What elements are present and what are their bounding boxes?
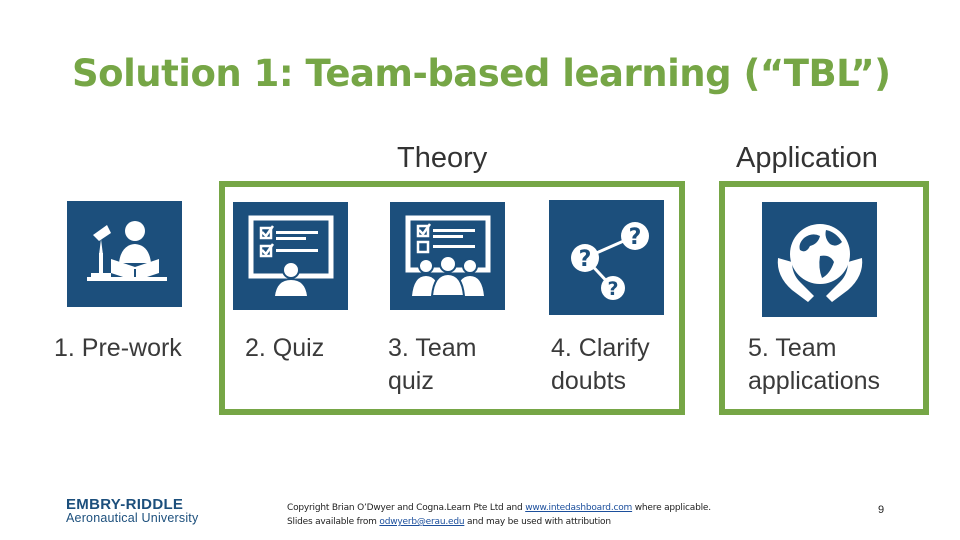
- student-reading-icon: [86, 221, 167, 281]
- availability-text: Slides available from: [287, 517, 380, 527]
- hands-globe-icon: [777, 223, 862, 302]
- application-frame: [719, 181, 929, 415]
- svg-text:?: ?: [607, 278, 618, 300]
- svg-text:?: ?: [578, 247, 591, 272]
- logo-wordmark: EMBRY-RIDDLE: [66, 496, 184, 513]
- website-link[interactable]: www.intedashboard.com: [525, 503, 633, 513]
- copyright-suffix: where applicable.: [632, 503, 711, 513]
- step-1-label: 1. Pre-work: [54, 334, 182, 362]
- slide-title: Solution 1: Team-based learning (“TBL”): [72, 52, 891, 95]
- individual-quiz-icon: [248, 215, 333, 296]
- logo-subtitle: Aeronautical University: [66, 511, 199, 525]
- team-quiz-icon: [405, 215, 490, 297]
- step-4-label: 4. Clarify doubts: [551, 334, 650, 395]
- pre-work-tile: [67, 201, 182, 307]
- application-heading: Application: [736, 142, 878, 174]
- page-number: 9: [878, 504, 885, 516]
- step-2-label: 2. Quiz: [245, 334, 325, 362]
- copyright-line-1: Copyright Brian O’Dwyer and Cogna.Learn …: [287, 501, 711, 515]
- quiz-tile: [233, 202, 348, 310]
- svg-text:?: ?: [628, 225, 641, 250]
- team-applications-tile: [762, 202, 877, 317]
- step-5-label: 5. Team applications: [748, 334, 881, 395]
- step-3-label: 3. Team quiz: [388, 334, 477, 395]
- attribution-text: and may be used with attribution: [464, 517, 611, 527]
- email-link[interactable]: odwyerb@erau.edu: [379, 517, 465, 527]
- copyright-line-2: Slides available from odwyerb@erau.edu a…: [287, 515, 711, 529]
- clarify-doubts-tile: ? ? ?: [549, 200, 664, 315]
- question-network-icon: ? ? ?: [570, 221, 649, 300]
- university-logo: EMBRY-RIDDLE Aeronautical University: [66, 497, 216, 525]
- copyright-notice: Copyright Brian O’Dwyer and Cogna.Learn …: [287, 501, 711, 529]
- theory-heading: Theory: [397, 142, 488, 174]
- copyright-text: Copyright Brian O’Dwyer and Cogna.Learn …: [287, 503, 526, 513]
- theory-frame: [219, 181, 685, 415]
- team-quiz-tile: [390, 202, 505, 310]
